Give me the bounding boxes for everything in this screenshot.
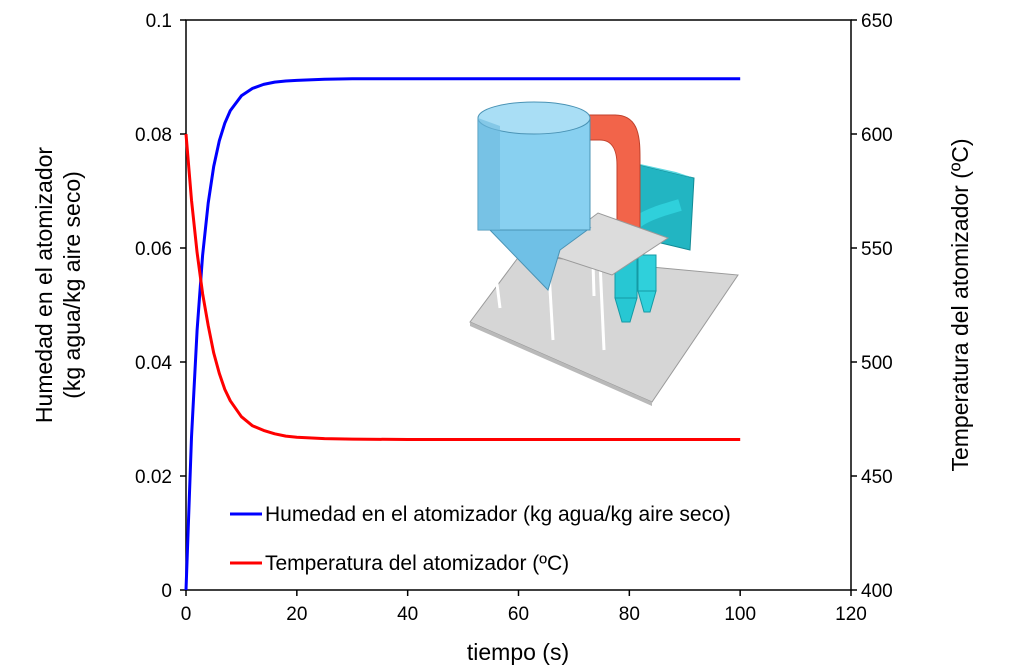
y-right-tick-label: 600 (861, 125, 893, 146)
series-lines (184, 77, 741, 591)
x-tick-label: 120 (835, 604, 867, 625)
x-tick-label: 40 (397, 604, 418, 625)
x-tick-label: 80 (619, 604, 640, 625)
x-tick-label: 20 (286, 604, 307, 625)
x-axis-title: tiempo (s) (467, 639, 569, 665)
legend: Humedad en el atomizador (kg agua/kg air… (230, 503, 731, 575)
base-platform-edge (470, 322, 652, 406)
y-right-tick-label: 500 (861, 353, 893, 374)
legend-label-humedad: Humedad en el atomizador (kg agua/kg air… (265, 503, 731, 526)
chamber-shading (478, 118, 500, 230)
y-left-tick-label: 0.08 (135, 125, 172, 146)
series-line-temperatura (184, 133, 741, 441)
x-tick-label: 0 (181, 604, 192, 625)
y-left-tick-label: 0.02 (135, 467, 172, 488)
y-left-tick-label: 0.06 (135, 239, 172, 260)
x-tick-label: 60 (508, 604, 529, 625)
support-leg (598, 261, 606, 351)
y-left-axis-title-line2: (kg agua/kg aire seco) (59, 171, 85, 399)
y-left-tick-label: 0.04 (135, 353, 172, 374)
y-right-tick-label: 450 (861, 467, 893, 488)
y-right-axis-title: Temperatura del atomizador (ºC) (947, 138, 973, 471)
y-left-tick-label: 0.1 (146, 11, 172, 32)
y-left-tick-label: 0 (161, 581, 172, 602)
series-line-humedad (184, 77, 741, 591)
y-right-tick-label: 650 (861, 11, 893, 32)
x-tick-label: 100 (724, 604, 756, 625)
spray-dryer-illustration (469, 101, 739, 406)
support-leg (488, 227, 502, 309)
y-left-axis-title-line1: Humedad en el atomizador (31, 147, 57, 423)
cyclone-cone (637, 290, 657, 313)
y-right-tick-label: 550 (861, 239, 893, 260)
y-right-tick-label: 400 (861, 581, 893, 602)
cyclone-cone (614, 297, 638, 323)
axis-ticks: 0 20 40 60 80 100 120 0 0.02 0.04 0.06 0.08 0.1 400 45… (135, 11, 893, 625)
cyclone-body (637, 254, 657, 292)
legend-label-temperatura: Temperatura del atomizador (ºC) (265, 552, 569, 575)
